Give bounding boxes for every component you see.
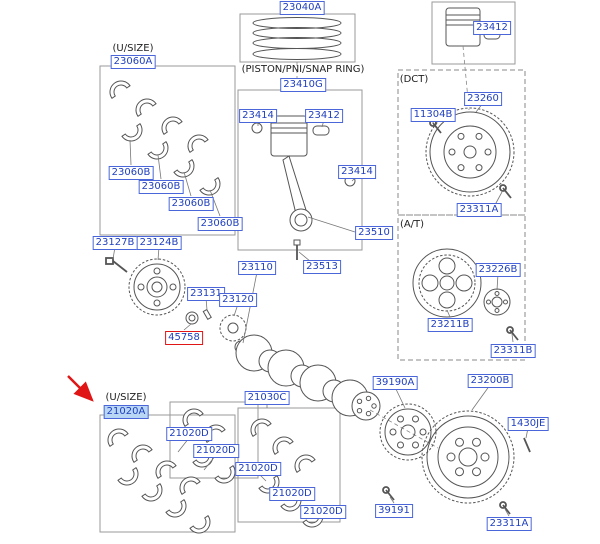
part-label-23060B[interactable]: 23060B [108, 166, 154, 180]
section-label-usize-top: (U/SIZE) [112, 43, 154, 54]
part-label-1430JE[interactable]: 1430JE [507, 417, 549, 431]
at-flexplate-drawing [412, 248, 482, 318]
part-label-21030C[interactable]: 21030C [244, 391, 290, 405]
part-label-21020A[interactable]: 21020A [103, 405, 149, 419]
dct-flywheel-bolt-icon [499, 184, 512, 199]
part-label-23211B[interactable]: 23211B [427, 318, 473, 332]
piston-ring-set-drawing [252, 17, 342, 60]
part-label-39190A[interactable]: 39190A [372, 376, 418, 390]
part-label-23513[interactable]: 23513 [303, 260, 341, 274]
connecting-rod-drawing [282, 155, 307, 215]
part-label-23510[interactable]: 23510 [355, 226, 393, 240]
part-label-23127B[interactable]: 23127B [92, 236, 138, 250]
adapter-plate-drawing [483, 288, 511, 316]
section-label-at: (A/T) [399, 219, 425, 230]
piston-with-pin-drawing [445, 7, 501, 111]
part-label-23412[interactable]: 23412 [305, 109, 343, 123]
part-label-23414[interactable]: 23414 [239, 109, 277, 123]
part-label-21020D[interactable]: 21020D [193, 444, 239, 458]
section-label-usize-bottom: (U/SIZE) [105, 392, 147, 403]
part-label-23412[interactable]: 23412 [473, 21, 511, 35]
part-label-23040A[interactable]: 23040A [279, 1, 325, 15]
section-label-dct: (DCT) [399, 74, 429, 85]
part-label-23260[interactable]: 23260 [464, 92, 502, 106]
flywheel-drawing [421, 410, 515, 504]
crankshaft-drawing [234, 334, 439, 449]
part-label-23060B[interactable]: 23060B [138, 180, 184, 194]
part-label-23311A[interactable]: 23311A [456, 203, 502, 217]
part-label-21020D[interactable]: 21020D [166, 427, 212, 441]
part-label-23110[interactable]: 23110 [238, 261, 276, 275]
dowel-pin-icon [523, 437, 531, 453]
part-label-23200B[interactable]: 23200B [467, 374, 513, 388]
crank-key-drawing [202, 308, 212, 321]
flywheel-bolt-icon [499, 501, 511, 515]
flywheel-bolt-icon [382, 486, 395, 501]
bearing-shells-lower-drawing [103, 424, 215, 538]
part-label-23410G[interactable]: 23410G [280, 78, 326, 92]
part-label-23060A[interactable]: 23060A [110, 55, 156, 69]
at-bolt-icon [506, 326, 519, 341]
piston-assembly-drawing [251, 62, 356, 260]
part-label-23060B[interactable]: 23060B [197, 217, 243, 231]
crank-sprocket-drawing [219, 314, 247, 342]
red-arrow-annotation [67, 375, 94, 402]
part-label-39191[interactable]: 39191 [375, 504, 413, 518]
part-label-23311B[interactable]: 23311B [490, 344, 536, 358]
part-label-11304B[interactable]: 11304B [410, 108, 456, 122]
part-label-23311A[interactable]: 23311A [486, 517, 532, 531]
dct-flywheel-drawing [425, 107, 515, 197]
crank-pulley-drawing [128, 258, 186, 316]
part-label-23060B[interactable]: 23060B [168, 197, 214, 211]
part-label-23414[interactable]: 23414 [338, 165, 376, 179]
part-label-23226B[interactable]: 23226B [475, 263, 521, 277]
part-label-21020D[interactable]: 21020D [300, 505, 346, 519]
part-label-21020D[interactable]: 21020D [269, 487, 315, 501]
part-label-21020D[interactable]: 21020D [235, 462, 281, 476]
friction-washer-drawing [185, 311, 199, 325]
part-label-23120[interactable]: 23120 [219, 293, 257, 307]
section-label-piston-pni-snap-ring: (PISTON/PNI/SNAP RING) [241, 64, 365, 75]
part-label-45758[interactable]: 45758 [165, 331, 203, 345]
part-label-23124B[interactable]: 23124B [136, 236, 182, 250]
pulley-bolt-icon [105, 257, 128, 273]
